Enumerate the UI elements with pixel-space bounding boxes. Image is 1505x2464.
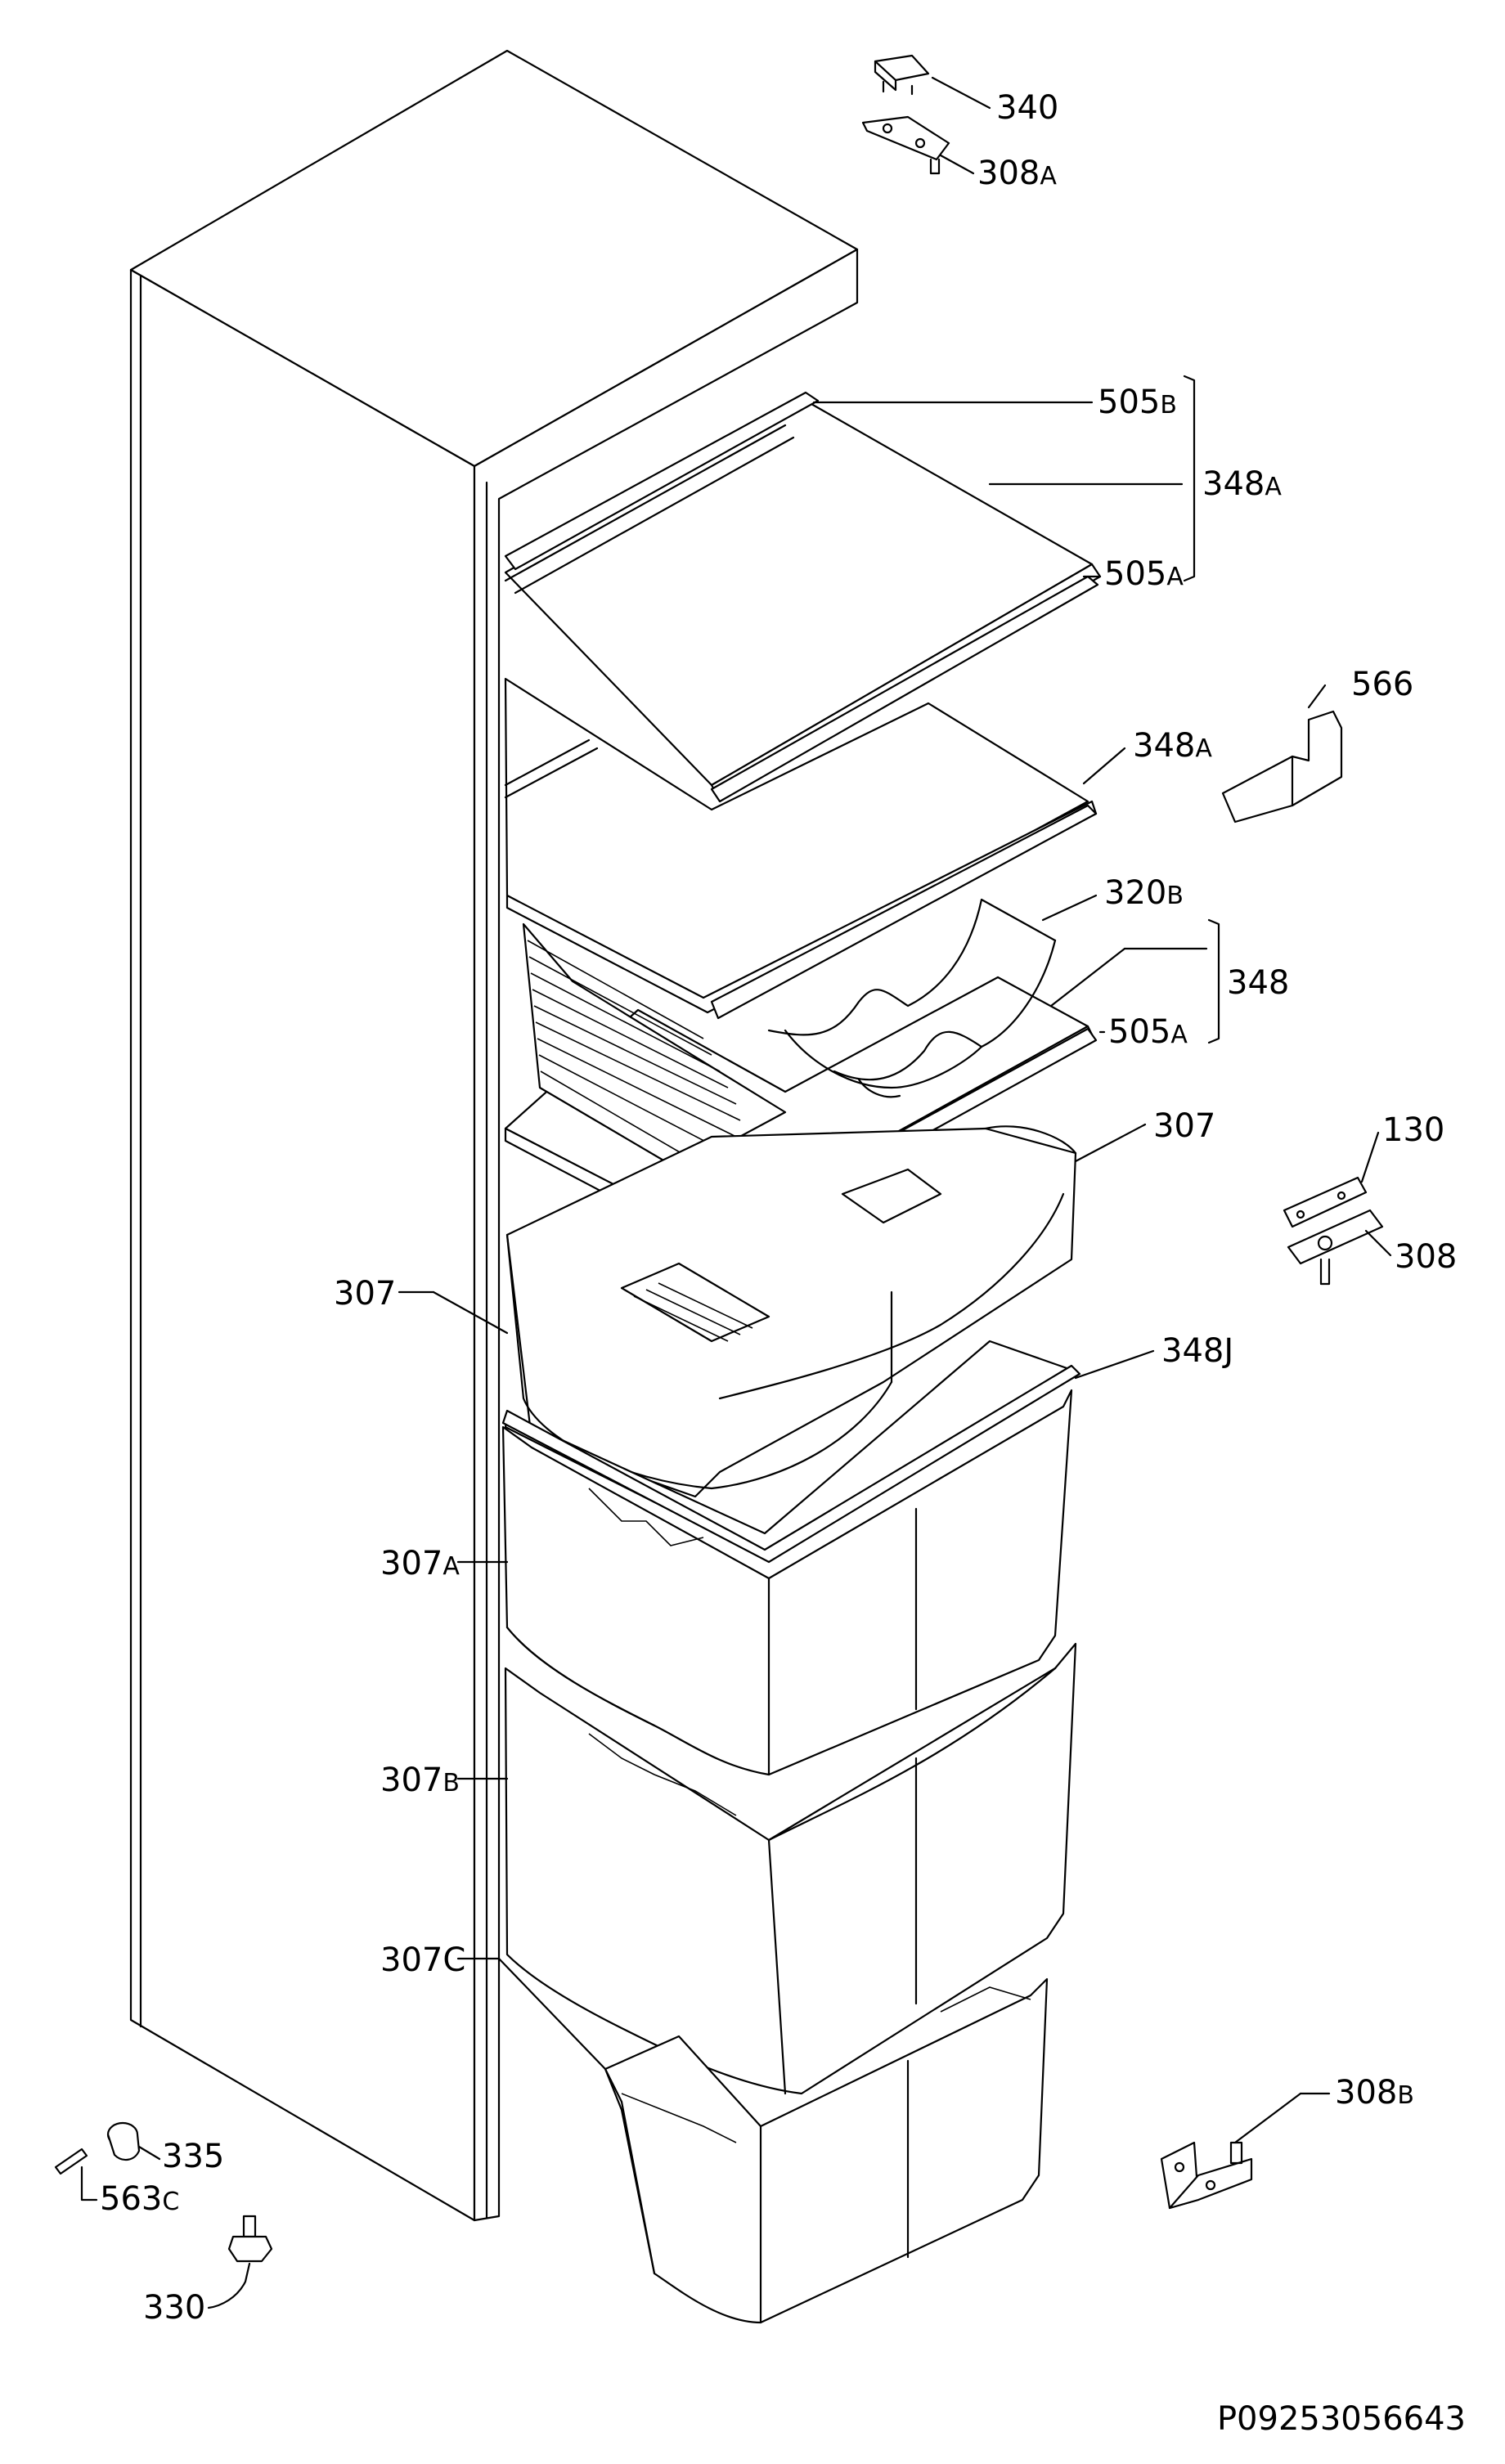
wire-grid-shelf [522,922,787,1171]
label-308: 308 [1395,1238,1457,1276]
label-335: 335 [162,2138,224,2175]
label-307-right: 307 [1153,1107,1215,1145]
bottom-hinge-308b [1160,2141,1253,2210]
label-340: 340 [996,89,1058,127]
hinge-308 [1287,1209,1384,1286]
leader-lines [80,76,1392,2309]
glass-shelf-348a-top [504,391,1102,803]
label-308a: 308A [977,155,1057,192]
bushing-335 [106,2121,141,2161]
label-348j: 348J [1161,1332,1233,1370]
label-307-left: 307 [334,1275,396,1313]
handle-bracket-566 [1221,710,1343,824]
label-307a: 307A [380,1545,460,1582]
glass-shelf-348a-mid [504,677,1098,1020]
hinge-130 [1283,1176,1368,1228]
label-348: 348 [1227,964,1289,1002]
label-563c: 563C [100,2180,179,2218]
top-hinge-308a [861,115,950,175]
freezer-drawer-307b [504,1642,1077,2095]
freezer-drawer-307c [604,1977,1049,2324]
freezer-drawer-307a [501,1389,1073,1776]
label-308b: 308B [1335,2074,1414,2112]
label-348a-mid: 348A [1133,727,1212,765]
label-505b: 505B [1098,384,1177,421]
diagram-code: P09253056643 [1216,2400,1466,2438]
adjustable-foot-330 [227,2215,273,2263]
label-320b: 320B [1104,874,1184,912]
label-566: 566 [1351,666,1413,703]
pin-563c [54,2148,88,2175]
part-labels: 340 308A 505B 348A 505A 566 348A 320B 34… [100,89,1457,2327]
label-330: 330 [143,2289,205,2327]
label-505a-top: 505A [1104,555,1184,593]
label-348a-bracket: 348A [1202,465,1282,503]
bottle-rack-320b [767,898,1057,1098]
label-307c: 307C [380,1941,465,1979]
label-505a-low: 505A [1108,1013,1188,1051]
label-307b: 307B [380,1762,460,1799]
label-130: 130 [1382,1111,1444,1149]
crisper-drawer-307 [505,1125,1077,1498]
hinge-cover-340 [874,54,930,96]
glass-shelf-348j [501,1340,1081,1564]
cabinet-body [129,49,859,2222]
